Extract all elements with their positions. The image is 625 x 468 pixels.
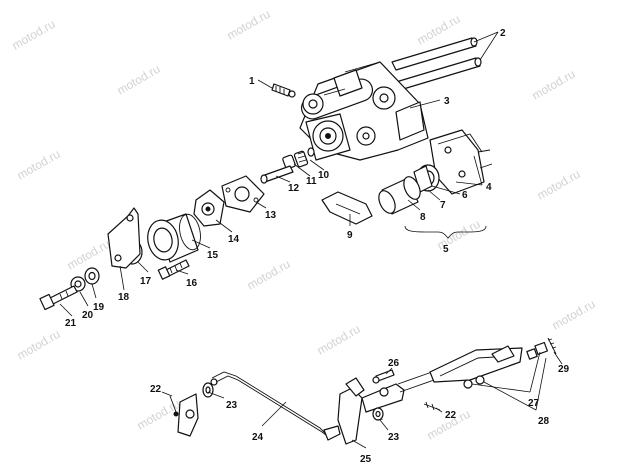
callout-16: 16 xyxy=(186,278,198,289)
part-14-bracket xyxy=(193,189,225,227)
watermark: motod.ru xyxy=(550,297,598,333)
part-1-bleeder xyxy=(271,83,296,98)
part-27-28-29 xyxy=(526,337,557,360)
part-8-piston xyxy=(378,176,421,215)
part-3-housing xyxy=(299,61,429,161)
part-25-pedal xyxy=(337,377,405,445)
callout-labels: 1 2 3 4 5 6 7 8 9 10 11 12 13 14 15 16 1… xyxy=(65,28,570,465)
watermark: motod.ru xyxy=(530,67,578,103)
watermark: motod.ru xyxy=(225,7,273,43)
callout-28: 28 xyxy=(538,416,550,427)
callout-25: 25 xyxy=(360,454,372,465)
part-9-pad xyxy=(321,191,373,225)
callout-26: 26 xyxy=(388,358,400,369)
callout-1: 1 xyxy=(249,76,255,87)
callout-9: 9 xyxy=(347,230,353,241)
watermark: motod.ru xyxy=(65,237,113,273)
callout-17: 17 xyxy=(140,276,152,287)
callout-15: 15 xyxy=(207,250,219,261)
callout-24: 24 xyxy=(252,432,264,443)
callout-11: 11 xyxy=(306,176,317,187)
pedal-shaft xyxy=(397,371,435,393)
callout-27: 27 xyxy=(528,398,540,409)
callout-8: 8 xyxy=(420,212,426,223)
watermark: motod.ru xyxy=(315,322,363,358)
callout-14: 14 xyxy=(228,234,240,245)
leader-lines xyxy=(59,31,563,449)
watermark: motod.ru xyxy=(15,147,63,183)
part-23-right xyxy=(372,407,384,421)
callout-22-right: 22 xyxy=(445,410,457,421)
part-16-bolt xyxy=(157,259,190,280)
watermark: motod.ru xyxy=(10,17,58,53)
callout-13: 13 xyxy=(265,210,277,221)
watermark: motod.ru xyxy=(245,257,293,293)
callout-21: 21 xyxy=(65,318,77,329)
part-pedal-bracket xyxy=(429,345,523,389)
callout-5: 5 xyxy=(443,244,449,255)
callout-3: 3 xyxy=(444,96,450,107)
part-4-bracket xyxy=(429,129,493,195)
callout-20: 20 xyxy=(82,310,94,321)
callout-6: 6 xyxy=(462,190,468,201)
part-18-plate xyxy=(107,207,141,269)
part-10-11-12-pins xyxy=(260,147,315,184)
watermark: motod.ru xyxy=(435,217,483,253)
callout-2: 2 xyxy=(500,28,506,39)
callout-29: 29 xyxy=(558,364,570,375)
part-15-drum xyxy=(147,213,201,263)
callout-18: 18 xyxy=(118,292,130,303)
callout-12: 12 xyxy=(288,183,300,194)
callout-22-left: 22 xyxy=(150,384,162,395)
watermark: motod.ru xyxy=(15,327,63,363)
callout-23-left: 23 xyxy=(226,400,238,411)
watermark: motod.ru xyxy=(415,12,463,48)
callout-7: 7 xyxy=(440,200,446,211)
watermark: motod.ru xyxy=(115,62,163,98)
watermark-layer: motod.ru motod.ru motod.ru motod.ru moto… xyxy=(10,7,598,443)
callout-23-right: 23 xyxy=(388,432,400,443)
part-24-rod xyxy=(211,371,341,441)
part-5-brace xyxy=(404,225,487,239)
callout-19: 19 xyxy=(93,302,105,313)
part-2-rods xyxy=(391,37,482,91)
part-19-20-washers xyxy=(70,267,100,292)
part-21-bolt xyxy=(39,285,78,311)
part-26-pin xyxy=(372,369,395,384)
watermark: motod.ru xyxy=(535,167,583,203)
callout-4: 4 xyxy=(486,182,492,193)
part-13-gasket xyxy=(221,175,265,213)
callout-10: 10 xyxy=(318,170,330,181)
